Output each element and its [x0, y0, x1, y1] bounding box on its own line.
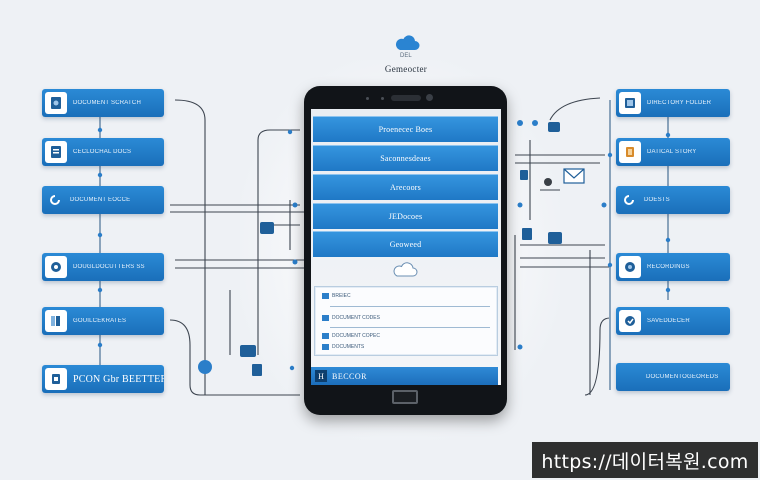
left-card-1-label: DOCUMENT SCRATCH — [73, 100, 141, 106]
sync-icon — [45, 256, 67, 278]
left-card-6-label: PCON Gbr BEETTER — [73, 373, 164, 385]
header-tag: DEL — [400, 53, 412, 59]
home-button[interactable] — [392, 390, 418, 404]
panel-row-1-label: BREIEC — [332, 292, 351, 299]
diagram-title: Gemeocter — [384, 64, 428, 74]
row-marker-icon — [322, 343, 329, 350]
left-card-5-label: GOUILCEKRATES — [73, 318, 127, 324]
menu-button-4[interactable]: JEDocoes — [313, 203, 498, 229]
left-card-2[interactable]: CECLOCHAL DOCS — [42, 138, 164, 166]
speaker-grille — [391, 95, 421, 101]
mail-icon — [563, 168, 585, 184]
document-icon — [45, 92, 67, 114]
menu-button-3[interactable]: Arecoors — [313, 174, 498, 200]
left-card-1[interactable]: DOCUMENT SCRATCH — [42, 89, 164, 117]
footer-logo-icon: H — [315, 370, 327, 382]
row-marker-icon — [322, 292, 329, 299]
right-card-3[interactable]: DOESTS — [616, 186, 730, 214]
panel-row-3-label: DOCUMENT COPEC — [332, 332, 380, 339]
right-card-1[interactable]: DIRECTORY FOLDER — [616, 89, 730, 117]
divider — [330, 327, 490, 328]
refresh-icon — [620, 191, 638, 209]
cloud-icon — [395, 35, 420, 50]
file-icon — [45, 141, 67, 163]
left-card-3[interactable]: DOCUMENT EOCCE — [42, 186, 164, 214]
row-marker-icon — [322, 314, 329, 321]
story-icon — [619, 141, 641, 163]
right-card-2[interactable]: DATICAL STORY — [616, 138, 730, 166]
right-card-3-label: DOESTS — [644, 197, 670, 203]
left-card-4[interactable]: DOUGLDOCUTTERS SS — [42, 253, 164, 281]
save-icon — [619, 310, 641, 332]
left-card-2-label: CECLOCHAL DOCS — [73, 149, 132, 155]
panel-row-2[interactable]: DOCUMENT CODES — [322, 313, 380, 322]
right-card-1-label: DIRECTORY FOLDER — [647, 100, 712, 106]
left-card-4-label: DOUGLDOCUTTERS SS — [73, 264, 145, 270]
row-marker-icon — [322, 332, 329, 339]
folder-stack-icon — [45, 310, 67, 332]
app-icon — [45, 368, 67, 390]
right-card-5-label: SAVEDDECER — [647, 318, 690, 324]
panel-row-1[interactable]: BREIEC — [322, 291, 351, 300]
left-card-6[interactable]: PCON Gbr BEETTER — [42, 365, 164, 393]
right-card-5[interactable]: SAVEDDECER — [616, 307, 730, 335]
footer-label: BECCOR — [332, 371, 368, 381]
sensor-dot — [366, 97, 369, 100]
watermark: https://데이터복원.com — [532, 442, 758, 478]
right-card-6[interactable]: DOCUMENTOGEOREDS — [616, 363, 730, 391]
footer-bar[interactable]: H BECCOR — [311, 367, 498, 385]
folder-icon — [619, 92, 641, 114]
refresh-icon — [46, 191, 64, 209]
panel-row-4[interactable]: DOCUMENTS — [322, 342, 364, 351]
cloud-icon — [393, 262, 418, 277]
right-card-2-label: DATICAL STORY — [647, 149, 697, 155]
menu-button-1[interactable]: Proenecec Boes — [313, 116, 498, 142]
right-card-4[interactable]: RECORDINGS — [616, 253, 730, 281]
left-card-5[interactable]: GOUILCEKRATES — [42, 307, 164, 335]
menu-button-5[interactable]: Geoweed — [313, 231, 498, 257]
panel-row-3[interactable]: DOCUMENT COPEC — [322, 331, 380, 340]
divider — [330, 306, 490, 307]
panel-row-4-label: DOCUMENTS — [332, 343, 365, 350]
left-card-3-label: DOCUMENT EOCCE — [70, 197, 131, 203]
recording-icon — [619, 256, 641, 278]
document-panel — [314, 286, 498, 356]
right-card-6-label: DOCUMENTOGEOREDS — [646, 374, 719, 380]
right-card-4-label: RECORDINGS — [647, 264, 690, 270]
sensor-dot — [381, 97, 384, 100]
menu-button-2[interactable]: Saconnesdeaes — [313, 145, 498, 171]
panel-row-2-label: DOCUMENT CODES — [332, 314, 380, 321]
camera-icon — [426, 94, 433, 101]
